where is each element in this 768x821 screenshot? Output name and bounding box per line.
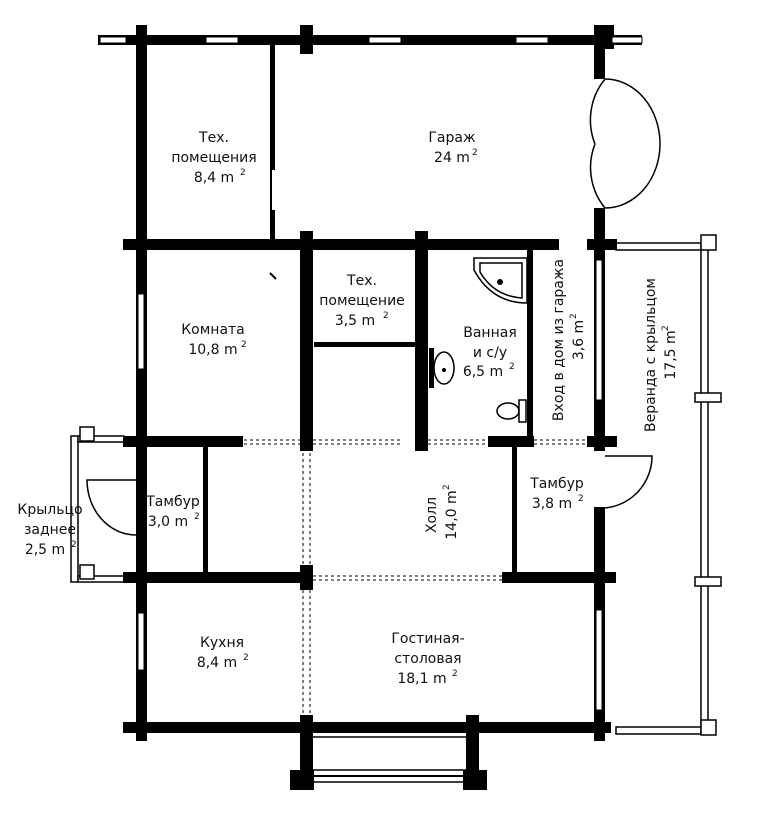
svg-text:Крыльцо: Крыльцо bbox=[17, 502, 82, 518]
svg-text:2: 2 bbox=[578, 494, 584, 504]
svg-text:Кухня: Кухня bbox=[200, 635, 244, 651]
label-living: Гостиная- столовая 18,1 m 2 bbox=[391, 631, 464, 687]
veranda-structure bbox=[615, 234, 722, 736]
svg-text:8,4 m: 8,4 m bbox=[194, 170, 234, 186]
svg-text:17,5 m: 17,5 m bbox=[663, 330, 679, 379]
svg-text:помещения: помещения bbox=[171, 150, 256, 166]
svg-text:Гараж: Гараж bbox=[428, 130, 476, 146]
svg-text:и с/у: и с/у bbox=[473, 345, 507, 361]
svg-text:Ванная: Ванная bbox=[463, 325, 517, 341]
svg-text:помещение: помещение bbox=[319, 293, 405, 309]
label-vestibule-left: Тамбур 3,0 m 2 bbox=[145, 494, 200, 530]
scribble-mark bbox=[269, 272, 277, 280]
bathtub-icon bbox=[473, 257, 528, 304]
svg-text:Тамбур: Тамбур bbox=[529, 476, 584, 492]
back-porch-structure bbox=[70, 426, 125, 583]
svg-text:18,1 m: 18,1 m bbox=[397, 671, 446, 687]
svg-text:2: 2 bbox=[661, 325, 671, 331]
svg-text:2: 2 bbox=[240, 168, 246, 178]
svg-text:3,0 m: 3,0 m bbox=[148, 514, 188, 530]
label-room: Комната 10,8 m 2 bbox=[181, 322, 247, 358]
svg-text:Гостиная-: Гостиная- bbox=[391, 631, 464, 647]
svg-text:столовая: столовая bbox=[394, 651, 461, 667]
label-hall: Холл 14,0 m 2 bbox=[424, 484, 460, 539]
svg-text:10,8 m: 10,8 m bbox=[188, 342, 237, 358]
svg-text:2: 2 bbox=[241, 340, 247, 350]
veranda-door-icon bbox=[604, 455, 653, 509]
svg-text:2: 2 bbox=[383, 311, 389, 321]
svg-text:24 m: 24 m bbox=[434, 150, 470, 166]
svg-text:2: 2 bbox=[71, 540, 77, 550]
label-tech-rooms: Тех. помещения 8,4 m 2 bbox=[171, 130, 256, 186]
svg-text:Тех.: Тех. bbox=[198, 130, 229, 146]
garage-door-icon bbox=[604, 78, 661, 209]
svg-text:6,5 m: 6,5 m bbox=[463, 364, 503, 380]
svg-text:заднее: заднее bbox=[24, 522, 76, 538]
doors bbox=[86, 78, 661, 536]
svg-text:2: 2 bbox=[452, 669, 458, 679]
svg-text:Вход в дом из гаража: Вход в дом из гаража bbox=[551, 259, 567, 421]
svg-text:2: 2 bbox=[194, 512, 200, 522]
svg-text:Тех.: Тех. bbox=[346, 273, 377, 289]
svg-text:8,4 m: 8,4 m bbox=[197, 655, 237, 671]
bay-window-structure bbox=[303, 728, 468, 783]
openings bbox=[244, 290, 594, 715]
interior-walls bbox=[123, 25, 617, 790]
svg-text:2: 2 bbox=[243, 653, 249, 663]
svg-text:3,8 m: 3,8 m bbox=[532, 496, 572, 512]
label-tech-room: Тех. помещение 3,5 m 2 bbox=[319, 273, 405, 329]
svg-text:2: 2 bbox=[472, 148, 478, 158]
svg-text:3,6 m: 3,6 m bbox=[571, 320, 587, 360]
svg-text:2,5 m: 2,5 m bbox=[25, 542, 65, 558]
garage-door-inner-icon bbox=[589, 78, 606, 209]
svg-text:2: 2 bbox=[509, 362, 515, 372]
label-garage-entry: Вход в дом из гаража 3,6 m 2 bbox=[551, 259, 587, 421]
toilet-icon bbox=[496, 399, 527, 423]
svg-text:2: 2 bbox=[569, 313, 579, 319]
svg-text:Холл: Холл bbox=[424, 497, 440, 533]
label-veranda: Веранда с крыльцом 17,5 m 2 bbox=[643, 278, 679, 432]
svg-text:14,0 m: 14,0 m bbox=[444, 490, 460, 539]
svg-text:3,5 m: 3,5 m bbox=[335, 313, 375, 329]
label-vestibule-right: Тамбур 3,8 m 2 bbox=[529, 476, 584, 512]
sink-icon bbox=[429, 348, 455, 388]
svg-text:2: 2 bbox=[442, 484, 452, 490]
windows bbox=[99, 36, 643, 711]
svg-text:Веранда с крыльцом: Веранда с крыльцом bbox=[643, 278, 659, 432]
label-bathroom: Ванная и с/у 6,5 m 2 bbox=[463, 325, 517, 380]
label-garage: Гараж 24 m 2 bbox=[428, 130, 477, 166]
svg-text:Комната: Комната bbox=[181, 322, 245, 338]
back-door-icon bbox=[86, 479, 137, 536]
svg-text:Тамбур: Тамбур bbox=[145, 494, 200, 510]
label-back-porch: Крыльцо заднее 2,5 m 2 bbox=[17, 502, 82, 558]
label-kitchen: Кухня 8,4 m 2 bbox=[197, 635, 249, 671]
